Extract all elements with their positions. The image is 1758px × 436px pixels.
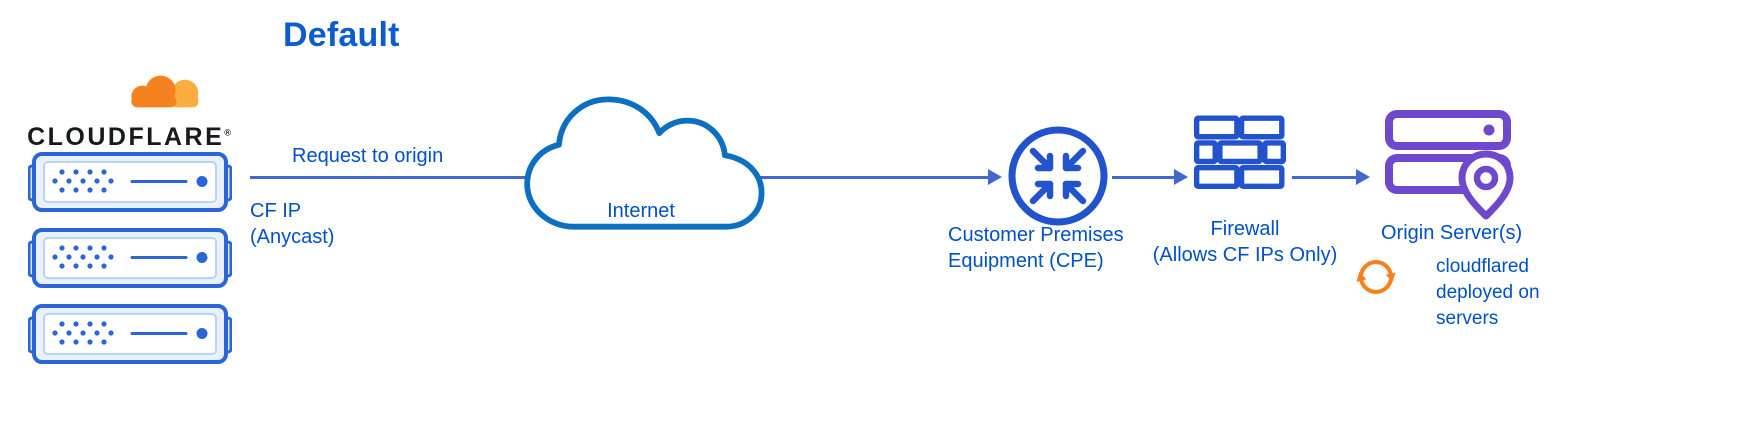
cf-ip-anycast-label: CF IP (Anycast) — [250, 200, 335, 248]
registered-trademark-symbol: ® — [224, 127, 231, 138]
internet-label: Internet — [607, 200, 675, 222]
cloudflared-sync-icon — [1356, 260, 1396, 294]
firewall-to-origin-arrow-line — [1292, 176, 1358, 179]
request-to-origin-label: Request to origin — [292, 145, 444, 167]
request-arrowhead-icon — [988, 169, 1002, 185]
cloudflared-label: cloudflared deployed on servers — [1436, 256, 1540, 329]
edge-server-icon — [28, 150, 232, 214]
firewall-label: Firewall (Allows CF IPs Only) — [1152, 218, 1338, 266]
cpe-to-firewall-arrow-line — [1112, 176, 1176, 179]
diagram-title: Default — [283, 16, 400, 54]
origin-server-label: Origin Server(s) — [1381, 222, 1523, 244]
origin-server-icon — [1385, 110, 1514, 220]
cpe-to-firewall-arrowhead-icon — [1174, 169, 1188, 185]
cloudflare-cloud-icon — [131, 75, 199, 108]
cpe-icon — [1008, 126, 1108, 226]
edge-server-icon — [28, 226, 232, 290]
cloudflare-wordmark: CLOUDFLARE® — [26, 123, 232, 152]
edge-server-icon — [28, 302, 232, 366]
cloudflare-brand-text: CLOUDFLARE — [27, 123, 225, 151]
firewall-icon — [1193, 115, 1287, 189]
firewall-to-origin-arrowhead-icon — [1356, 169, 1370, 185]
internet-cloud-icon — [524, 96, 765, 230]
cpe-label: Customer Premises Equipment (CPE) — [948, 224, 1124, 272]
